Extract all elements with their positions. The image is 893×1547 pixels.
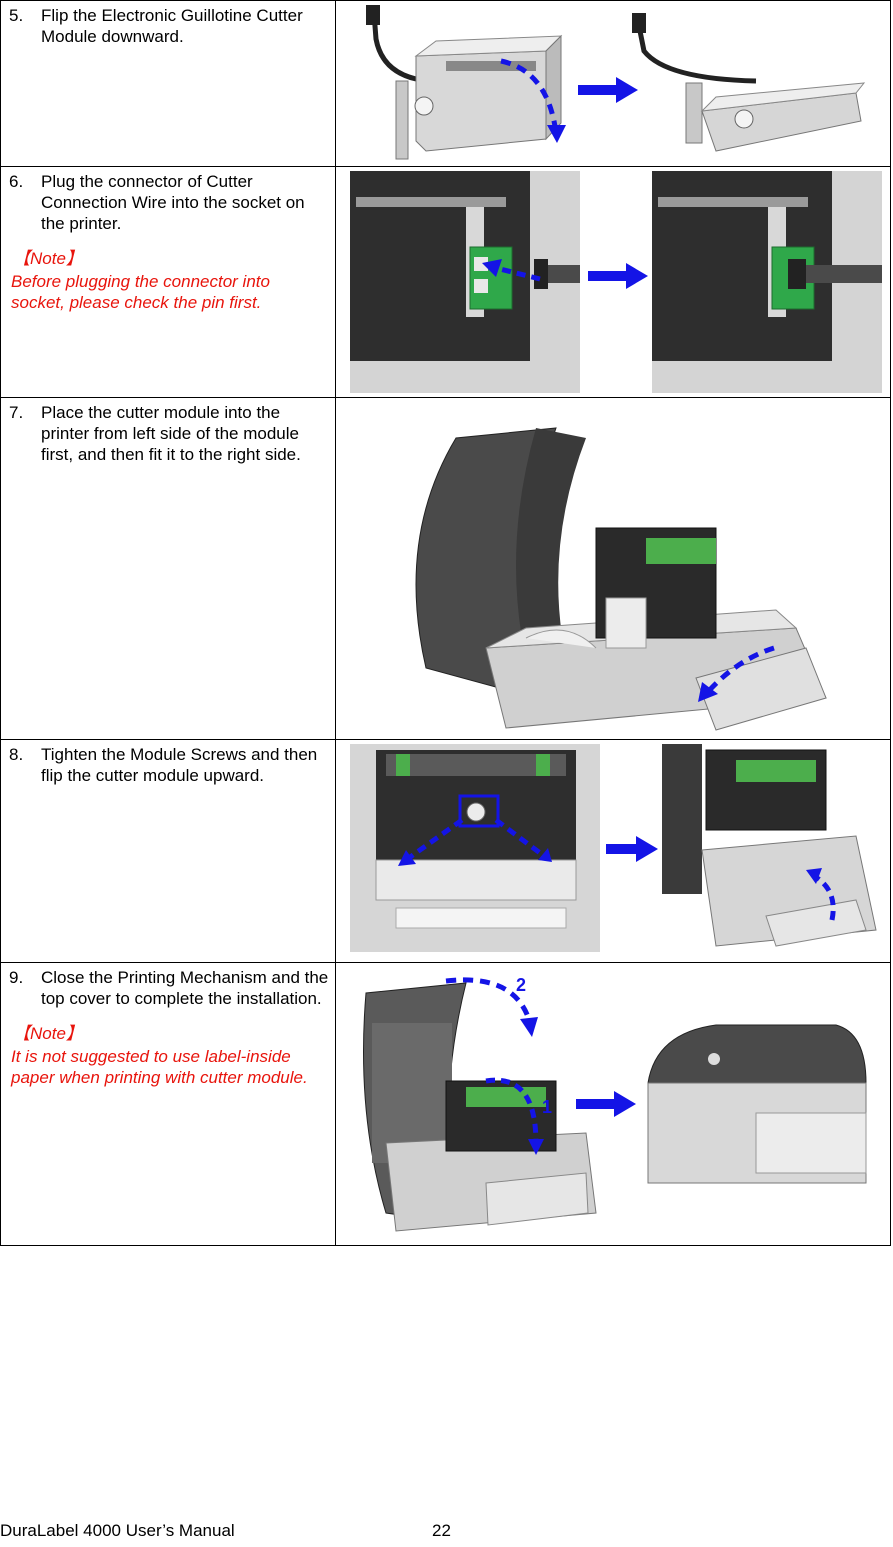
connector-plug-illustration <box>350 171 882 393</box>
next-step-arrow <box>606 836 658 862</box>
step-row-9: 9. Close the Printing Mechanism and the … <box>0 962 891 1246</box>
step-instruction: Flip the Electronic Guillotine Cutter Mo… <box>41 6 303 46</box>
manual-title: DuraLabel 4000 User’s Manual <box>0 1521 235 1540</box>
step-instruction: Close the Printing Mechanism and the top… <box>41 968 329 1008</box>
printer-cutter-up-image <box>662 744 877 947</box>
step-number: 7. <box>9 403 24 422</box>
step-instruction: Place the cutter module into the printer… <box>41 403 301 464</box>
plug-in-arrow <box>491 264 541 282</box>
callout-first: 1 <box>542 1097 552 1117</box>
cutter-module-flipped-image <box>632 13 866 152</box>
step-illustration-cell <box>335 739 891 963</box>
printer-socket-before-image <box>350 171 580 393</box>
printer-closed-image <box>647 1024 867 1184</box>
step-text-cell: 7. Place the cutter module into the prin… <box>0 397 336 740</box>
lower-mechanism-arrow <box>485 1077 539 1144</box>
step-illustration-cell <box>335 166 891 398</box>
step-number: 9. <box>9 968 24 987</box>
note-heading: 【Note】 <box>13 249 83 268</box>
next-step-arrow <box>588 263 648 289</box>
step-instruction: Tighten the Module Screws and then flip … <box>41 745 318 785</box>
close-cover-arrow <box>445 977 533 1024</box>
step-number: 5. <box>9 6 24 25</box>
note-text: It is not suggested to use label-inside … <box>11 1047 308 1087</box>
step-illustration-cell: 1 2 <box>335 962 891 1246</box>
step-row-7: 7. Place the cutter module into the prin… <box>0 397 891 740</box>
cutter-flip-down-illustration <box>366 5 866 160</box>
step-row-6: 6. Plug the connector of Cutter Connecti… <box>0 166 891 398</box>
screw-tighten-illustration <box>350 744 877 952</box>
step-illustration-cell <box>335 397 891 740</box>
page-footer: DuraLabel 4000 User’s Manual 22 <box>0 1521 451 1541</box>
screw-highlight-box <box>458 794 500 828</box>
cutter-module-upright-image <box>366 5 563 160</box>
printer-socket-after-image <box>652 171 882 393</box>
step-row-5: 5. Flip the Electronic Guillotine Cutter… <box>0 0 891 167</box>
step-instruction: Plug the connector of Cutter Connection … <box>41 172 305 233</box>
step-illustration-cell <box>335 0 891 167</box>
step-text-cell: 6. Plug the connector of Cutter Connecti… <box>0 166 336 398</box>
step-text-cell: 9. Close the Printing Mechanism and the … <box>0 962 336 1246</box>
insert-arrow <box>704 645 775 696</box>
step-number: 6. <box>9 172 24 191</box>
callout-second: 2 <box>516 975 526 995</box>
steps-table: 5. Flip the Electronic Guillotine Cutter… <box>0 0 891 1246</box>
next-step-arrow <box>578 77 638 103</box>
step-text-cell: 8. Tighten the Module Screws and then fl… <box>0 739 336 963</box>
page-number: 22 <box>432 1521 451 1540</box>
step-number: 8. <box>9 745 24 764</box>
note-heading: 【Note】 <box>13 1024 83 1043</box>
cutter-insert-illustration <box>415 427 827 731</box>
step-row-8: 8. Tighten the Module Screws and then fl… <box>0 739 891 963</box>
flip-down-arrow <box>500 58 559 134</box>
step-text-cell: 5. Flip the Electronic Guillotine Cutter… <box>0 0 336 167</box>
printer-top-view-image <box>350 744 600 952</box>
next-step-arrow <box>576 1091 636 1117</box>
printer-open-image <box>415 427 827 731</box>
note-text: Before plugging the connector into socke… <box>11 272 270 312</box>
close-cover-illustration: 1 2 <box>363 975 867 1232</box>
printer-open-with-cutter-image <box>363 982 597 1232</box>
